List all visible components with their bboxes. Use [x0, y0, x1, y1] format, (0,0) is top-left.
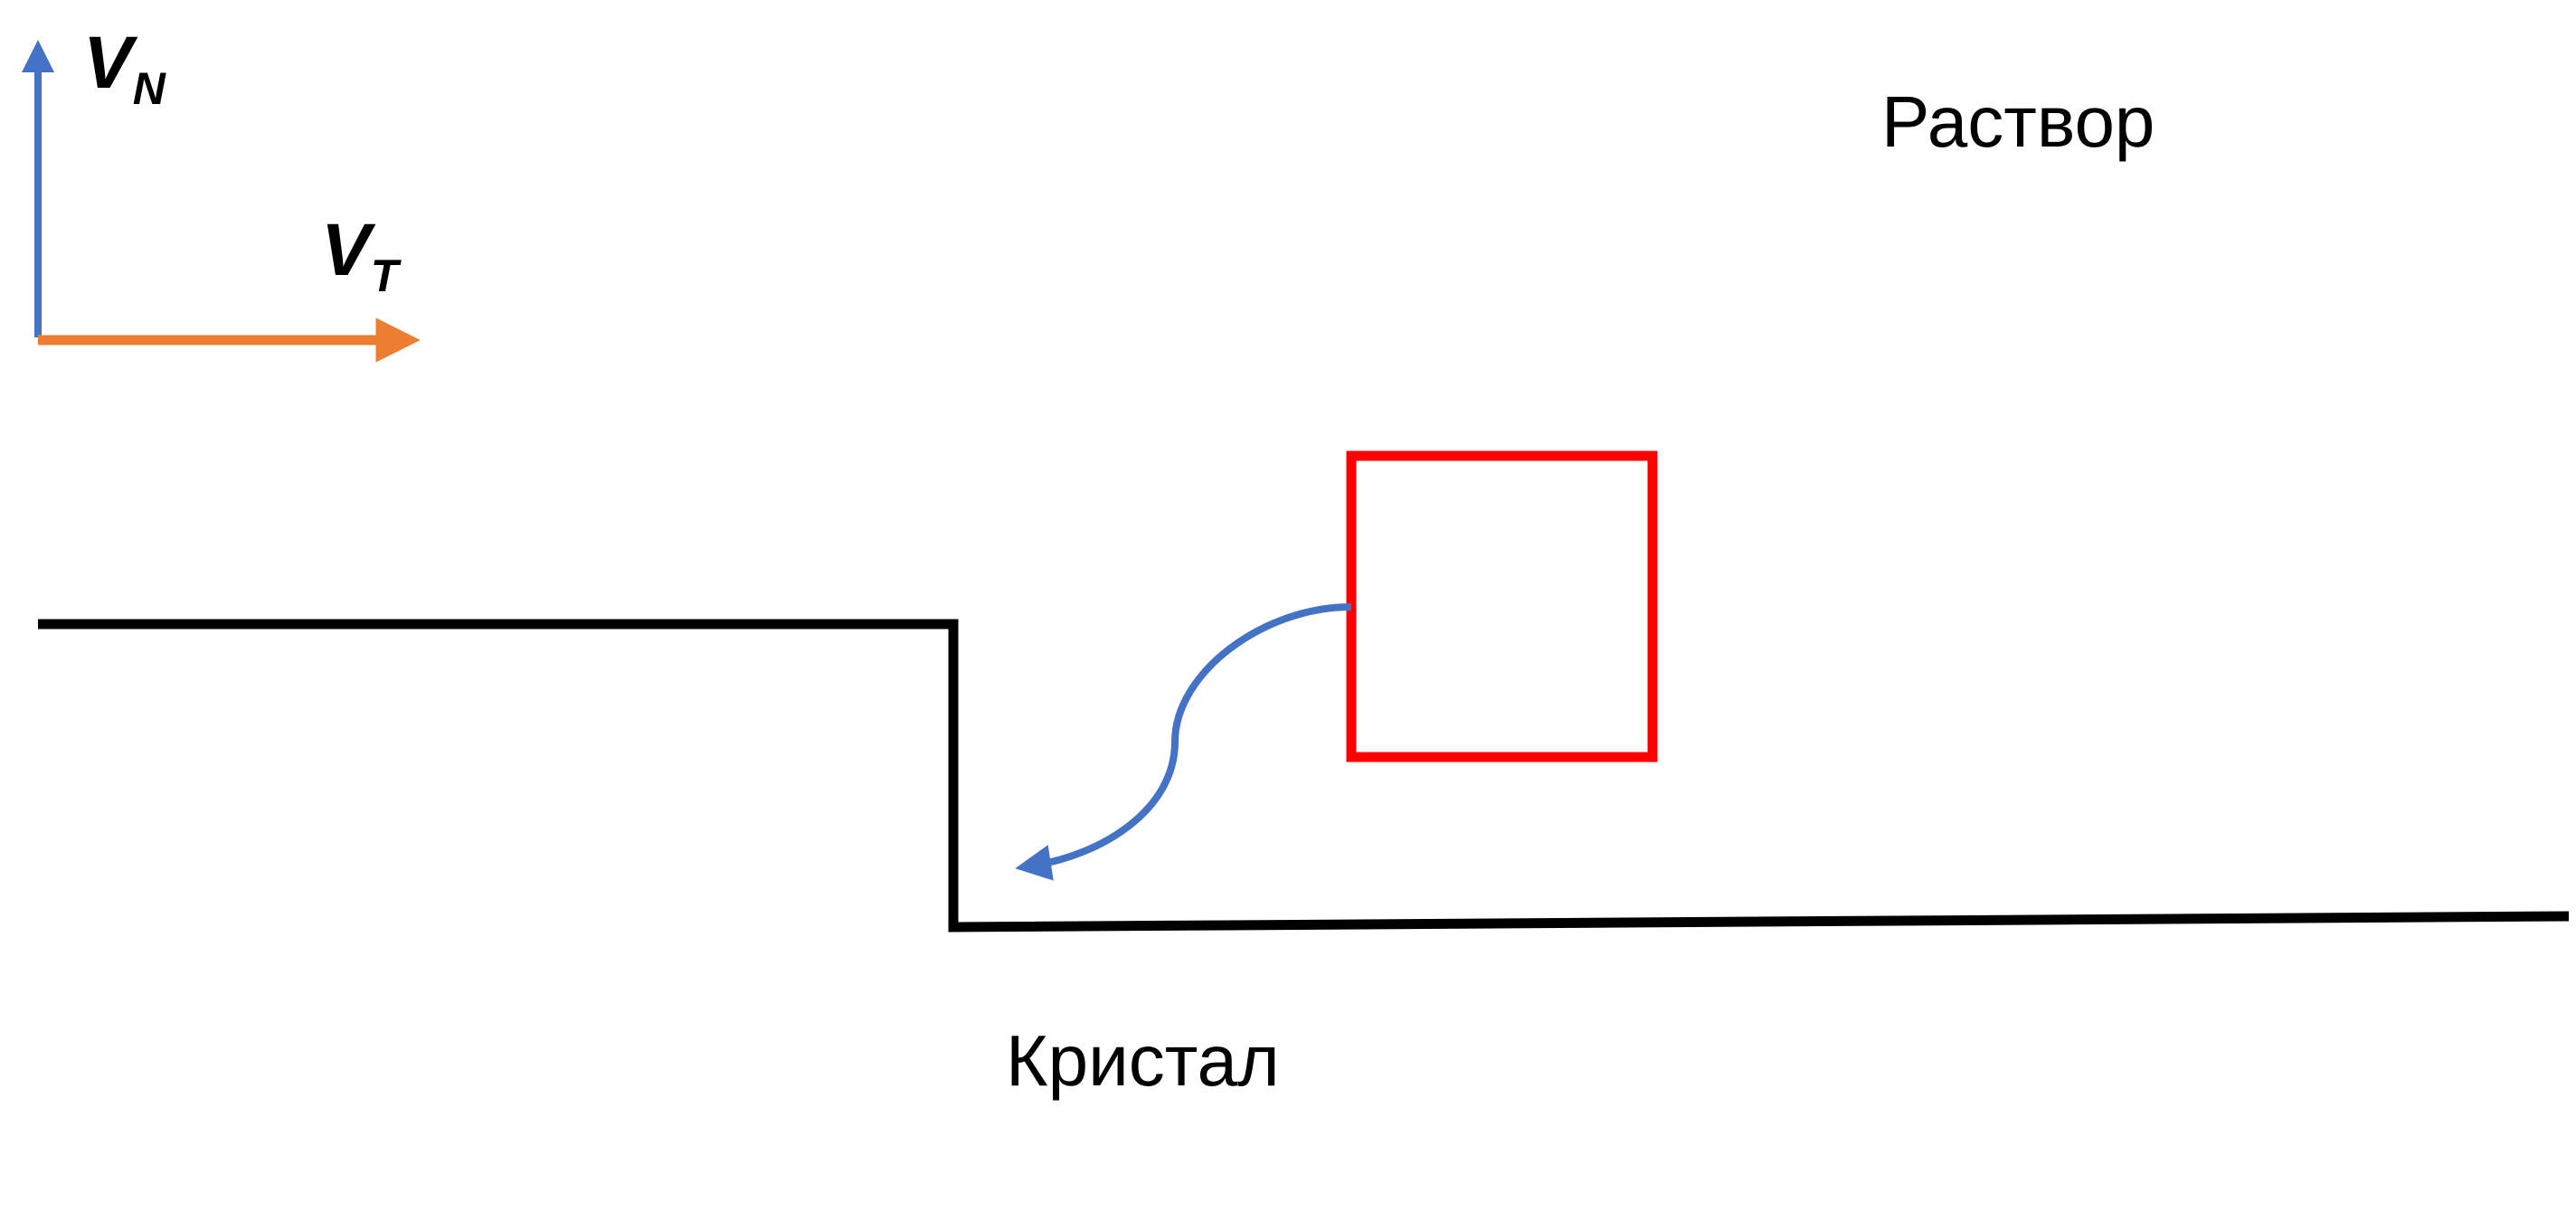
- crystal-surface-step: [38, 619, 2570, 933]
- surface-diffusion-arrow: [1015, 603, 1352, 881]
- solution-label: Раствор: [1881, 81, 2155, 162]
- tangential-velocity-label: VT: [321, 209, 402, 301]
- velocity-axes: VN VT: [22, 22, 421, 363]
- normal-velocity-label: VN: [83, 22, 166, 114]
- crystal-label: Кристал: [1006, 1020, 1280, 1101]
- adsorbed-particle-box: [1346, 450, 1658, 762]
